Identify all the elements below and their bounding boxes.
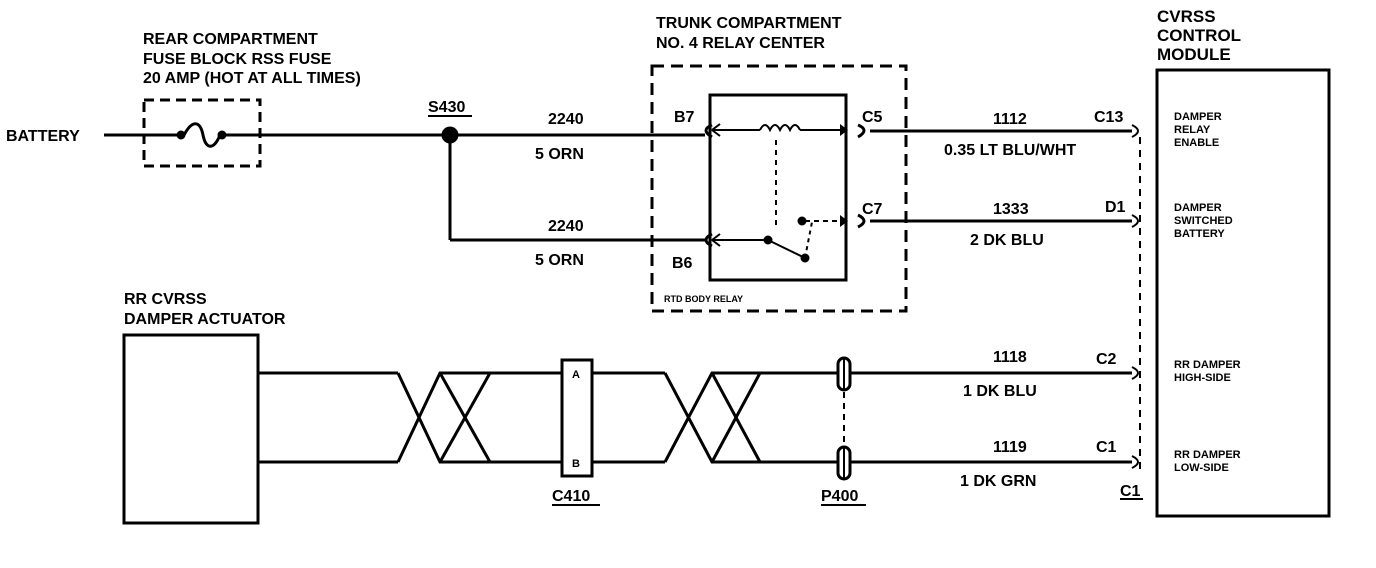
wire-2240-bottom-color: 5 ORN bbox=[535, 252, 584, 269]
pin-c1-desc-2: LOW-SIDE bbox=[1174, 462, 1229, 474]
twist-1a bbox=[396, 372, 490, 464]
pin-b7 bbox=[704, 123, 713, 139]
pin-c1-desc-1: RR DAMPER bbox=[1174, 449, 1241, 461]
c410-pin-a: A bbox=[572, 369, 580, 381]
wire-1119-num: 1119 bbox=[993, 439, 1027, 456]
connector-c410-label: C410 bbox=[552, 488, 590, 505]
twist-2b bbox=[663, 371, 760, 463]
fuse-icon bbox=[176, 122, 227, 148]
twist-1b bbox=[396, 371, 490, 463]
splice-s430 bbox=[441, 126, 459, 144]
fuse-block-title-1: REAR COMPARTMENT bbox=[143, 31, 318, 48]
connector-c410 bbox=[560, 358, 594, 478]
cvrss-module-box bbox=[1155, 68, 1331, 518]
wire-1118-num: 1118 bbox=[993, 349, 1027, 366]
pin-d1-desc-1: DAMPER bbox=[1174, 202, 1222, 214]
wire-1112-color: 0.35 LT BLU/WHT bbox=[944, 142, 1076, 159]
fuse-block-title-2: FUSE BLOCK RSS FUSE bbox=[143, 51, 332, 68]
terminal-b7: B7 bbox=[674, 109, 695, 126]
module-title-2: CONTROL bbox=[1157, 26, 1241, 45]
twist-2a bbox=[663, 372, 760, 464]
connector-p400-label: P400 bbox=[821, 488, 858, 505]
fuse-block-outline bbox=[142, 98, 262, 168]
wire-1333-num: 1333 bbox=[993, 201, 1029, 218]
damper-actuator-box bbox=[122, 333, 260, 525]
module-title-1: CVRSS bbox=[1157, 7, 1216, 26]
wire-1112-num: 1112 bbox=[993, 111, 1027, 128]
fuse-block-title-3: 20 AMP (HOT AT ALL TIMES) bbox=[143, 70, 361, 87]
terminal-c13: C13 bbox=[1094, 109, 1123, 126]
wire-2240-top-color: 5 ORN bbox=[535, 146, 584, 163]
relay-center-title-1: TRUNK COMPARTMENT bbox=[656, 15, 842, 32]
terminal-b6: B6 bbox=[672, 255, 693, 272]
actuator-title-1: RR CVRSS bbox=[124, 291, 207, 308]
actuator-title-2: DAMPER ACTUATOR bbox=[124, 311, 286, 328]
relay-coil bbox=[759, 124, 801, 133]
module-title-3: MODULE bbox=[1157, 45, 1231, 64]
wire-2240-bottom-num: 2240 bbox=[548, 218, 584, 235]
wire-1333-color: 2 DK BLU bbox=[970, 232, 1044, 249]
connector-c1-label: C1 bbox=[1120, 483, 1141, 500]
relay-switch bbox=[767, 239, 806, 259]
c410-pin-b: B bbox=[572, 458, 580, 470]
wire-2240-top-num: 2240 bbox=[548, 111, 584, 128]
pin-c13-desc-2: RELAY bbox=[1174, 124, 1211, 136]
wire-1119-color: 1 DK GRN bbox=[960, 473, 1036, 490]
relay-body bbox=[708, 93, 848, 282]
terminal-c7: C7 bbox=[862, 201, 883, 218]
battery-label: BATTERY bbox=[6, 128, 80, 145]
pin-c7 bbox=[857, 213, 866, 229]
terminal-c1: C1 bbox=[1096, 439, 1117, 456]
pin-d1-desc-2: SWITCHED bbox=[1174, 215, 1233, 227]
connector-p400 bbox=[836, 356, 852, 481]
wire-1118-color: 1 DK BLU bbox=[963, 383, 1037, 400]
pin-b6 bbox=[704, 232, 713, 248]
pin-c13-desc-1: DAMPER bbox=[1174, 111, 1222, 123]
relay-name-label: RTD BODY RELAY bbox=[664, 294, 743, 304]
pin-c13-desc-3: ENABLE bbox=[1174, 137, 1219, 149]
splice-label: S430 bbox=[428, 99, 465, 116]
pin-c2-desc-2: HIGH-SIDE bbox=[1174, 372, 1231, 384]
terminal-d1: D1 bbox=[1105, 199, 1126, 216]
pin-c5 bbox=[857, 123, 866, 139]
relay-center-outline bbox=[650, 64, 908, 313]
pin-c2-desc-1: RR DAMPER bbox=[1174, 359, 1241, 371]
relay-center-title-2: NO. 4 RELAY CENTER bbox=[656, 35, 825, 52]
pin-d1-desc-3: BATTERY bbox=[1174, 228, 1225, 240]
terminal-c2: C2 bbox=[1096, 351, 1117, 368]
terminal-c5: C5 bbox=[862, 109, 883, 126]
